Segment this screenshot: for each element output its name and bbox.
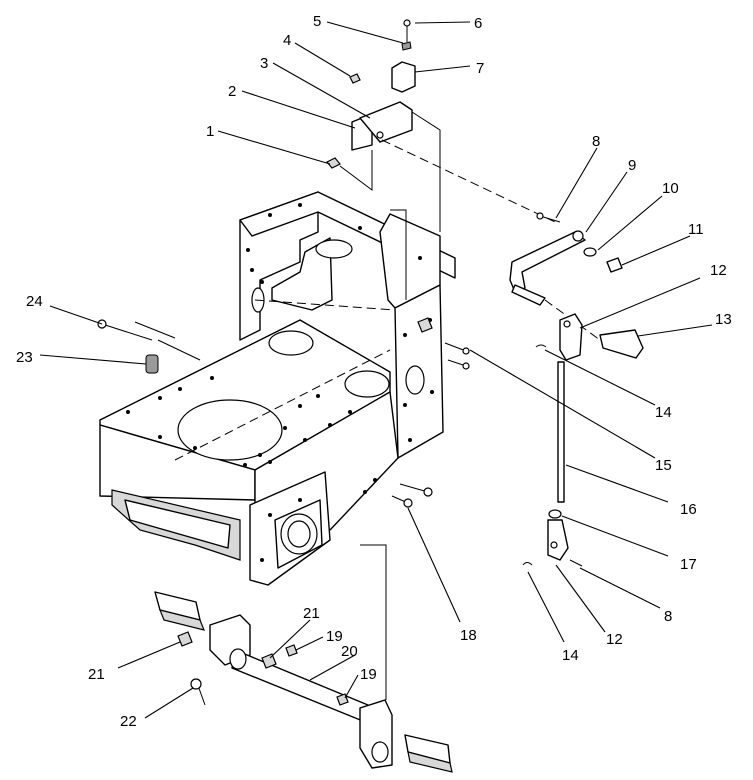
screw-head-part-6: [403, 19, 411, 27]
assembly-line-1: [339, 150, 373, 191]
clevis-hole-top: [563, 320, 571, 328]
assembly-line-lever: [381, 139, 556, 223]
callout-15: 15: [655, 457, 672, 474]
bolt-part-24b: [134, 321, 176, 339]
top-bracket-assembly: [326, 19, 441, 300]
frame-holes: [126, 203, 434, 562]
callout-21-top: 21: [303, 605, 320, 622]
callout-10: 10: [662, 180, 679, 197]
assembly-line-spring: [157, 339, 201, 361]
callout-labels: 1 2 3 4 5 6 7 8 9 10 11 12 13 14 15 16 1…: [16, 13, 732, 730]
shaft-part-20: [231, 649, 381, 729]
callout-24: 24: [26, 293, 43, 310]
assembly-line-shaft: [360, 544, 387, 700]
nut-part-1: [326, 157, 341, 169]
callout-14-top: 14: [655, 404, 672, 421]
lever-lower-arm: [511, 284, 546, 306]
callout-22: 22: [120, 713, 137, 730]
nut-part-17: [548, 509, 562, 519]
frame-mount-bore-inner: [287, 520, 311, 548]
callout-12-top: 12: [710, 262, 727, 279]
linkage-assembly: [522, 313, 583, 567]
assembly-line-3: [411, 111, 441, 232]
frame-side-opening: [405, 365, 425, 395]
pin-part-14-top: [535, 344, 547, 348]
frame-hidden-edges: [99, 299, 396, 461]
callout-8-bottom: 8: [664, 608, 672, 625]
callout-18: 18: [460, 627, 477, 644]
handle-grip-part-13: [599, 329, 644, 359]
callout-4: 4: [283, 32, 291, 49]
pin-part-14-bottom: [522, 562, 533, 566]
bolts-part-15: [417, 317, 470, 370]
nut-part-11: [606, 257, 623, 273]
frame-lower-channel-inner: [124, 499, 231, 549]
frame-rear-top-flange: [239, 191, 456, 279]
leader-lines: [39, 21, 713, 719]
washer-part-10: [583, 247, 597, 257]
callout-19-top: 19: [326, 628, 343, 645]
shaft-end-left: [229, 648, 247, 670]
frame-deck-right-opening: [344, 370, 390, 398]
callout-3: 3: [260, 55, 268, 72]
frame-center-bracket: [271, 237, 333, 311]
callout-19-bottom: 19: [360, 666, 377, 683]
callout-20: 20: [341, 643, 358, 660]
clevis-part-12-top: [559, 313, 583, 361]
frame-top-opening: [315, 239, 353, 259]
bracket-hole: [376, 131, 384, 139]
bottom-shaft-assembly: [154, 544, 453, 773]
callout-23: 23: [16, 349, 33, 366]
nut-part-4: [349, 73, 361, 84]
callout-8-top: 8: [592, 133, 600, 150]
bracket-part-3: [359, 101, 413, 143]
nut-part-19-top: [285, 644, 298, 657]
callout-12-bottom: 12: [606, 631, 623, 648]
clamp-part-7: [391, 61, 416, 93]
lever-pivot-hole: [572, 230, 584, 242]
callout-2: 2: [228, 83, 236, 100]
bolt-head-part-8-top: [536, 212, 544, 220]
callout-17: 17: [680, 556, 697, 573]
callout-11: 11: [688, 221, 704, 238]
main-frame: [99, 191, 456, 586]
right-pad-face: [407, 751, 453, 773]
bolts-part-18: [391, 483, 433, 508]
clevis-hole-bottom: [550, 541, 558, 549]
callout-13: 13: [715, 311, 732, 328]
assembly-line-frame: [390, 209, 407, 300]
callout-21-bottom: 21: [88, 666, 105, 683]
callout-14-bottom: 14: [562, 647, 579, 664]
bolt-part-8-bottom: [569, 559, 583, 567]
left-pad-face: [159, 609, 205, 631]
clevis-part-12-bottom: [547, 519, 569, 561]
callout-9: 9: [628, 157, 636, 174]
spring-part-23: [145, 354, 159, 374]
callout-5: 5: [313, 13, 321, 30]
callout-16: 16: [680, 501, 697, 518]
callout-1: 1: [206, 123, 214, 140]
washer-part-5: [401, 41, 412, 51]
spring-and-bolts: [97, 319, 201, 374]
lever-arm-part-9: [509, 231, 586, 293]
rod-part-16: [557, 361, 565, 503]
nut-part-21-right: [261, 653, 277, 669]
callout-7: 7: [476, 60, 484, 77]
bolt-part-24: [101, 323, 153, 341]
frame-deck-rear-opening: [268, 330, 314, 356]
callout-6: 6: [474, 15, 482, 32]
bolt-head-part-22: [190, 678, 202, 690]
nut-part-21-left: [177, 631, 193, 647]
right-bracket-bore: [371, 741, 389, 763]
